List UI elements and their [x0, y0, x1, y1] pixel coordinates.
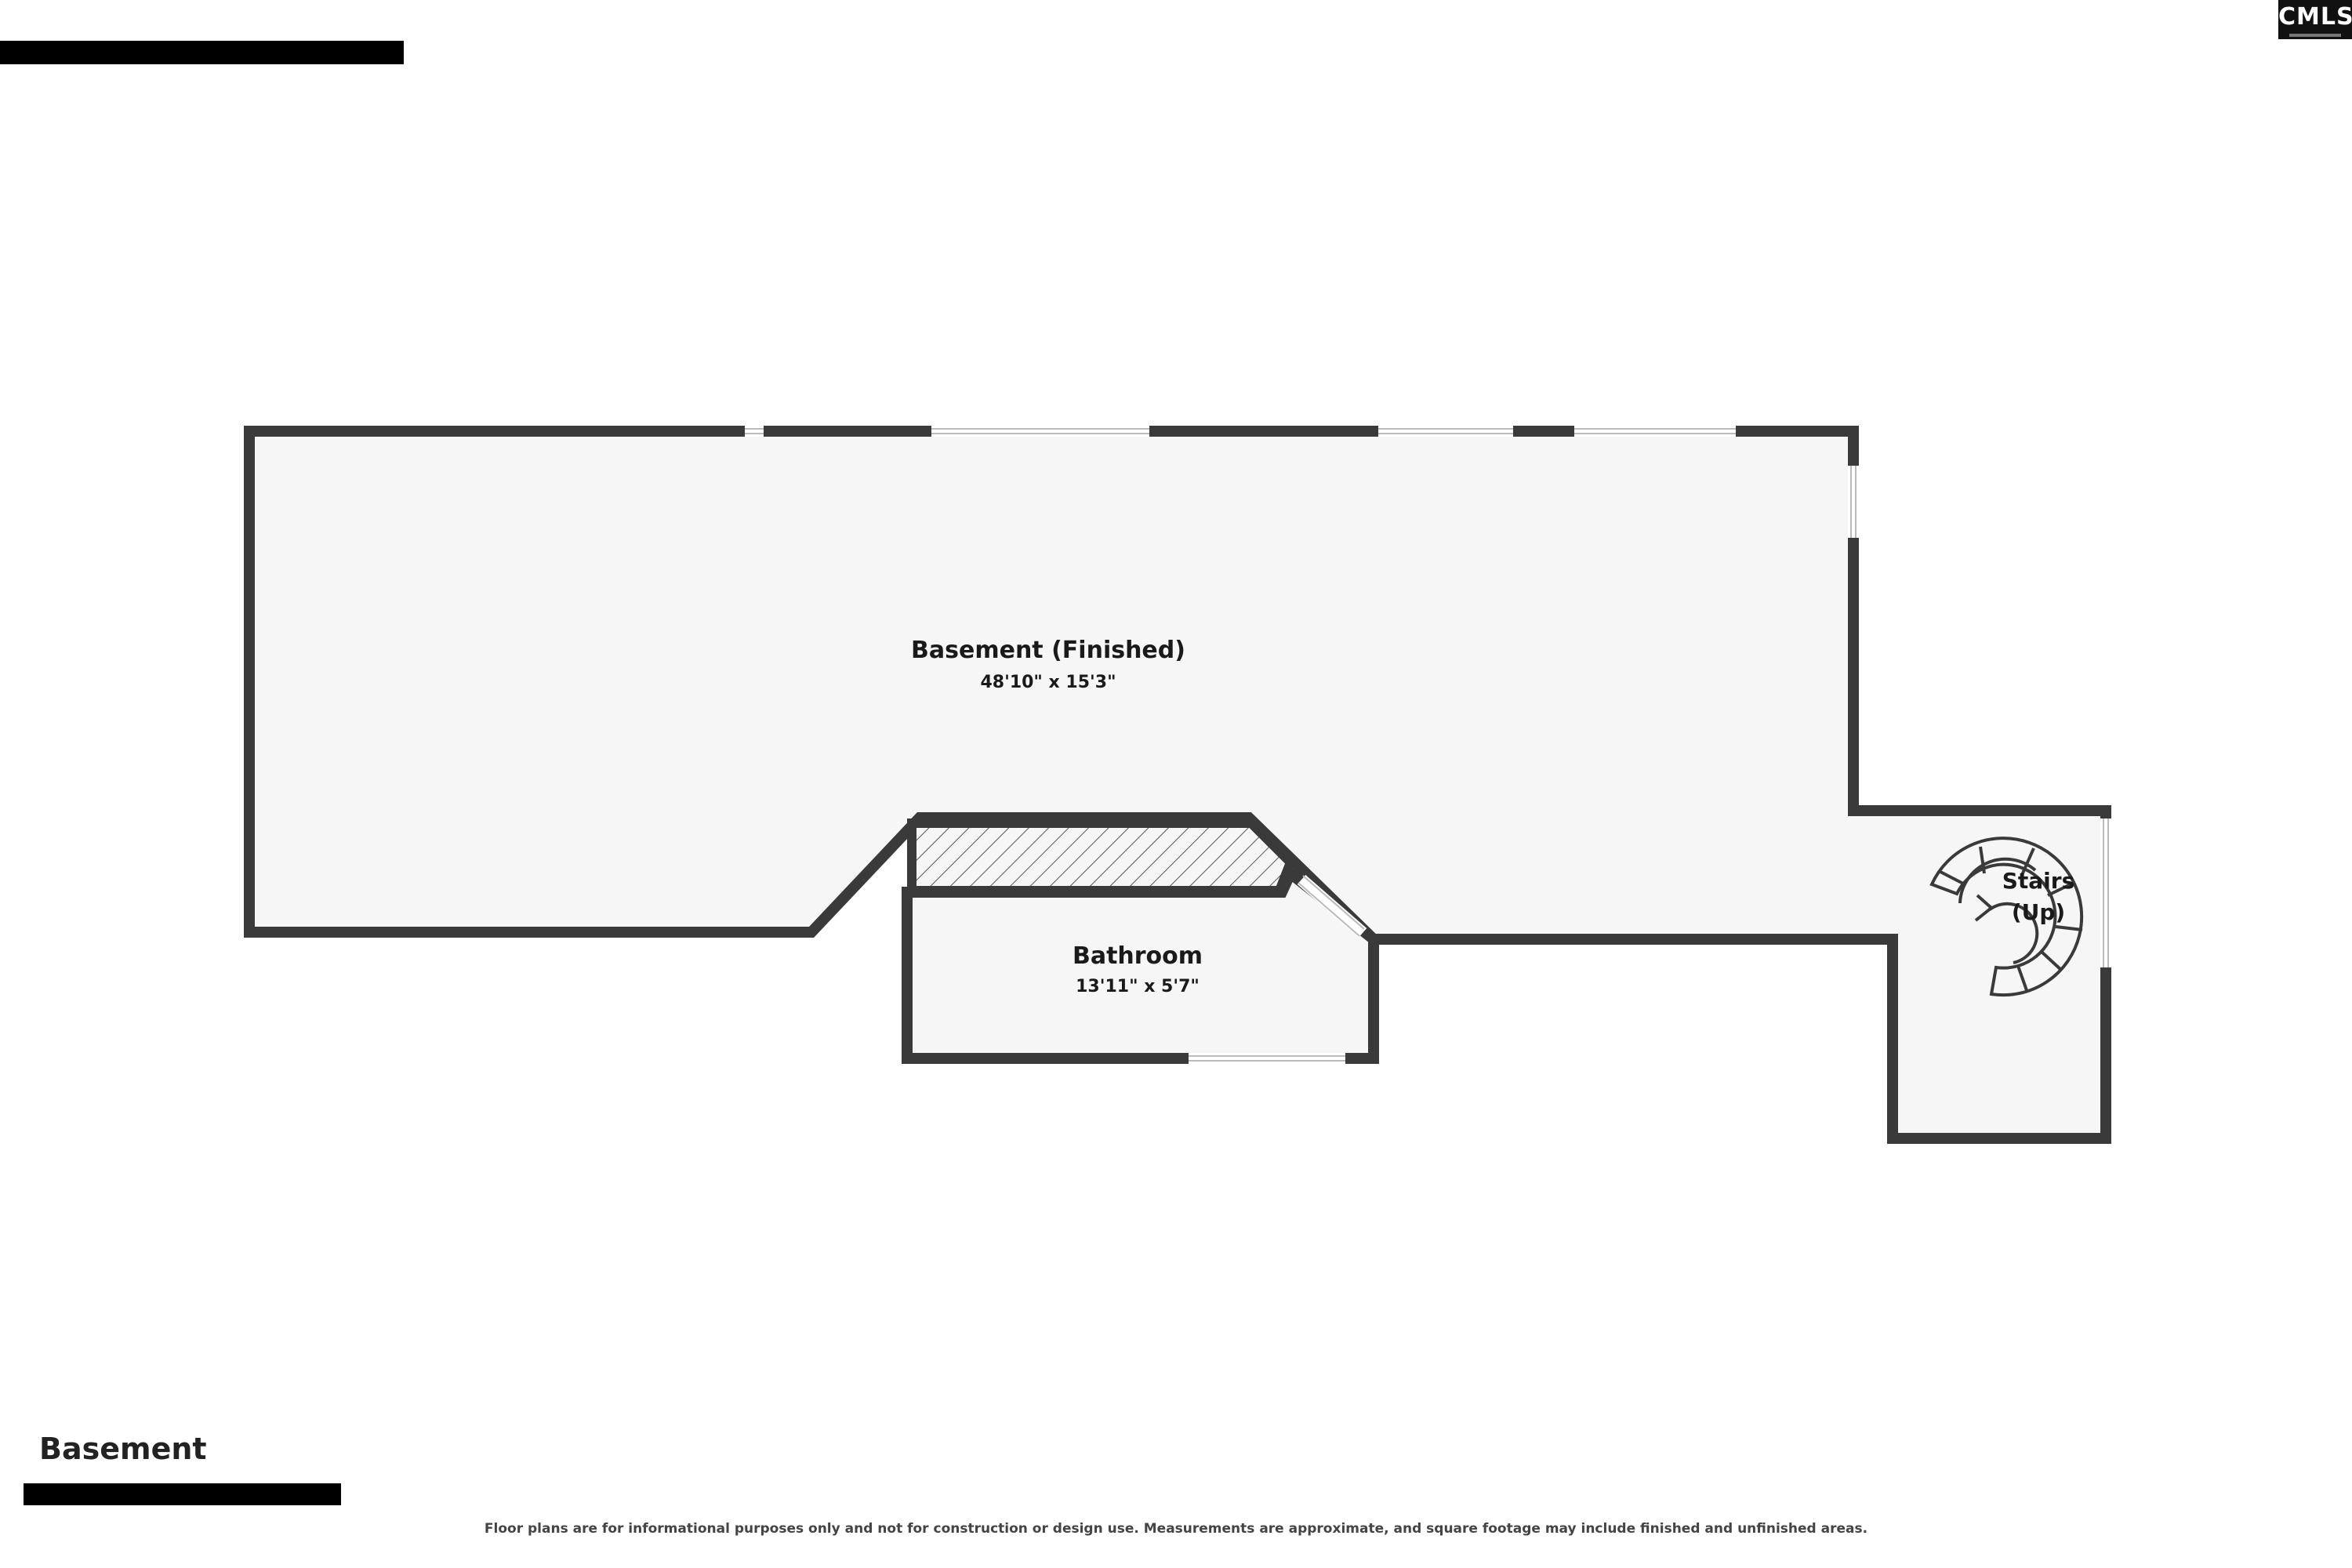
room-label-bathroom: Bathroom — [1072, 942, 1203, 970]
basement-room-outline — [244, 426, 2111, 1144]
logo-underline — [2289, 34, 2341, 37]
redacted-total-area — [0, 41, 404, 64]
hatched-closet — [907, 818, 1297, 895]
stairs-label: Stairs (Up) — [2002, 866, 2075, 928]
spiral-stairs — [1929, 837, 2084, 997]
logo-text: CMLS — [2278, 3, 2352, 31]
bathroom-window — [1189, 1053, 1345, 1064]
top-wall-windows — [745, 426, 1736, 437]
room-dimensions-bathroom: 13'11" x 5'7" — [1076, 977, 1200, 996]
disclaimer-text: Floor plans are for informational purpos… — [484, 1521, 1868, 1537]
cmls-logo: CMLS — [2278, 0, 2352, 39]
stairs-label-line1: Stairs — [2002, 868, 2075, 894]
right-wall-window — [1848, 466, 1859, 538]
bathroom-door — [1297, 874, 1367, 938]
room-dimensions-basement: 48'10" x 15'3" — [980, 673, 1116, 692]
stairs-label-line2: (Up) — [2011, 899, 2066, 925]
floor-name: Basement — [39, 1432, 207, 1466]
room-label-basement: Basement (Finished) — [911, 637, 1185, 664]
redacted-floor-area — [24, 1483, 341, 1505]
stairs-wall-window — [2100, 818, 2111, 967]
